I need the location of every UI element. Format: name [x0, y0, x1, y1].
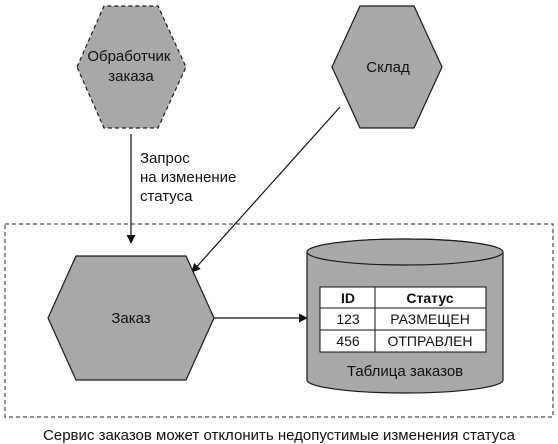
order-label: Заказ: [111, 310, 150, 327]
table-cell: [374, 329, 487, 353]
order-handler-node: Обработчик заказа: [76, 5, 187, 129]
edge-label-status-change-request: Запрос на изменение статуса: [140, 150, 241, 205]
database-caption: Таблица заказов: [347, 363, 463, 380]
orders-table: ID Статус 123 РАЗМЕЩЕН 456 ОТПРАВЛЕН: [319, 286, 487, 353]
order-handler-label: Обработчик заказа: [87, 48, 174, 85]
column-header-status: Статус: [406, 290, 453, 306]
row-2-id: 456: [336, 333, 360, 349]
orders-table-database: ID Статус 123 РАЗМЕЩЕН 456 ОТПРАВЛЕН Таб…: [306, 238, 504, 394]
edge-warehouse-to-order: [191, 106, 341, 273]
warehouse-node: Склад: [331, 5, 443, 129]
row-1-id: 123: [336, 311, 360, 327]
order-node: Заказ: [47, 255, 215, 381]
service-caption: Сервис заказов может отклонить недопусти…: [43, 427, 516, 444]
column-header-id: ID: [341, 290, 355, 306]
order-service-boundary: [4, 223, 554, 418]
row-2-status: ОТПРАВЛЕН: [387, 333, 472, 349]
warehouse-label: Склад: [366, 59, 410, 76]
row-1-status: РАЗМЕЩЕН: [390, 311, 470, 327]
